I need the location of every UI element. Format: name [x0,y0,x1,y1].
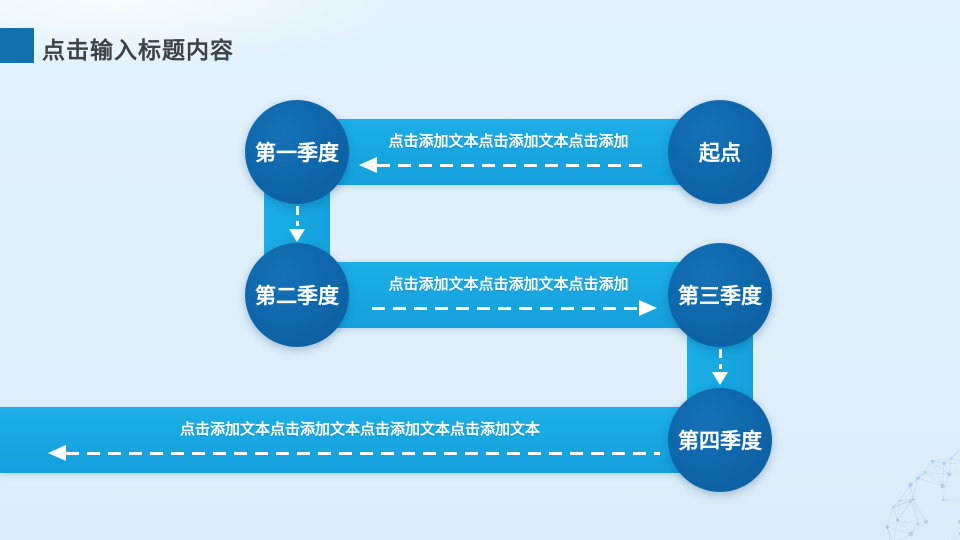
connector-label[interactable]: 点击添加文本点击添加文本点击添加文本点击添加文本 [179,421,540,438]
title-accent-square [0,28,34,63]
node-q3[interactable]: 第三季度 [668,243,772,347]
arrow-down-icon [712,349,728,385]
page-title[interactable]: 点击输入标题内容 [42,37,234,63]
dashed-line [372,306,639,310]
node-q4[interactable]: 第四季度 [668,388,772,492]
connector-q2-to-q3[interactable]: 点击添加文本点击添加文本点击添加 [297,262,720,328]
arrowhead-left [48,445,66,461]
connector-start-to-q1[interactable]: 点击添加文本点击添加文本点击添加 [297,119,720,185]
connector-q4-to-edge[interactable]: 点击添加文本点击添加文本点击添加文本点击添加文本 [0,407,720,473]
arrowhead-left [359,157,377,173]
connector-label[interactable]: 点击添加文本点击添加文本点击添加 [388,276,629,293]
arrow-right-icon [372,299,657,317]
arrow-left-icon [359,156,644,174]
arrow-down-icon [289,206,305,242]
arrowhead-right [639,300,657,316]
node-start[interactable]: 起点 [668,100,772,204]
arrowhead-down [712,372,728,385]
dashed-line [295,206,299,226]
dashed-line [718,349,722,369]
network-sphere-decoration [885,448,960,540]
arrow-left-icon [48,444,660,462]
arrowhead-down [289,229,305,242]
dashed-line [66,451,660,455]
title-block: 点击输入标题内容 [0,0,960,80]
node-q1[interactable]: 第一季度 [245,100,349,204]
node-q2[interactable]: 第二季度 [245,243,349,347]
connector-label[interactable]: 点击添加文本点击添加文本点击添加 [388,133,629,150]
dashed-line [377,163,644,167]
